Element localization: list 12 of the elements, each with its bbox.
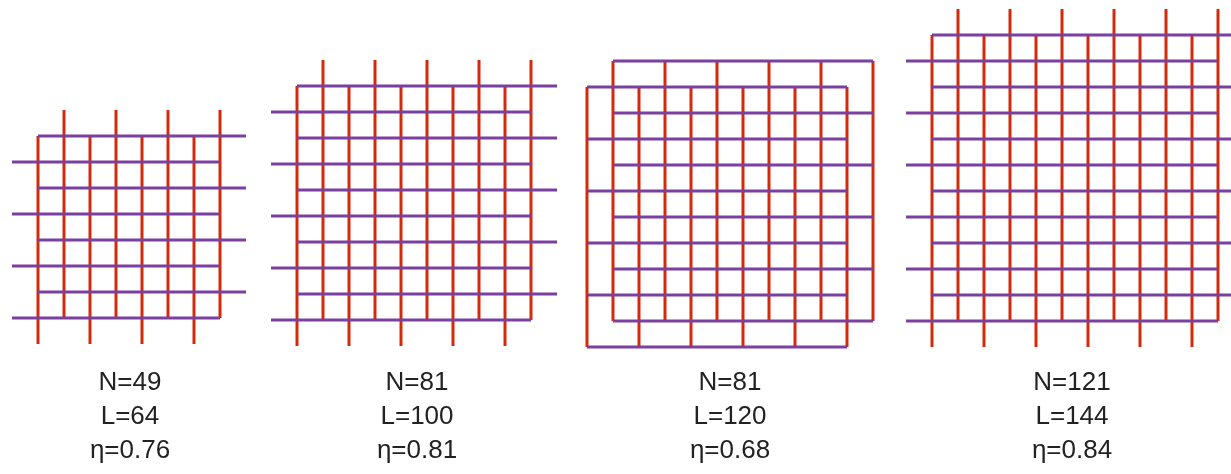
parameter-label: η=0.68 bbox=[689, 434, 771, 464]
parameter-label: η=0.84 bbox=[1031, 434, 1113, 464]
parameter-label: η=0.81 bbox=[376, 434, 458, 464]
parameter-label: η=0.76 bbox=[89, 434, 171, 464]
parameter-label: N=49 bbox=[98, 366, 162, 396]
parameter-label: L=144 bbox=[1035, 400, 1109, 430]
parameter-label: N=81 bbox=[385, 366, 449, 396]
parameter-label: N=121 bbox=[1033, 366, 1111, 396]
parameter-label: L=100 bbox=[380, 400, 454, 430]
parameter-label: N=81 bbox=[698, 366, 762, 396]
parameter-label: L=120 bbox=[693, 400, 767, 430]
parameter-label: L=64 bbox=[100, 400, 160, 430]
